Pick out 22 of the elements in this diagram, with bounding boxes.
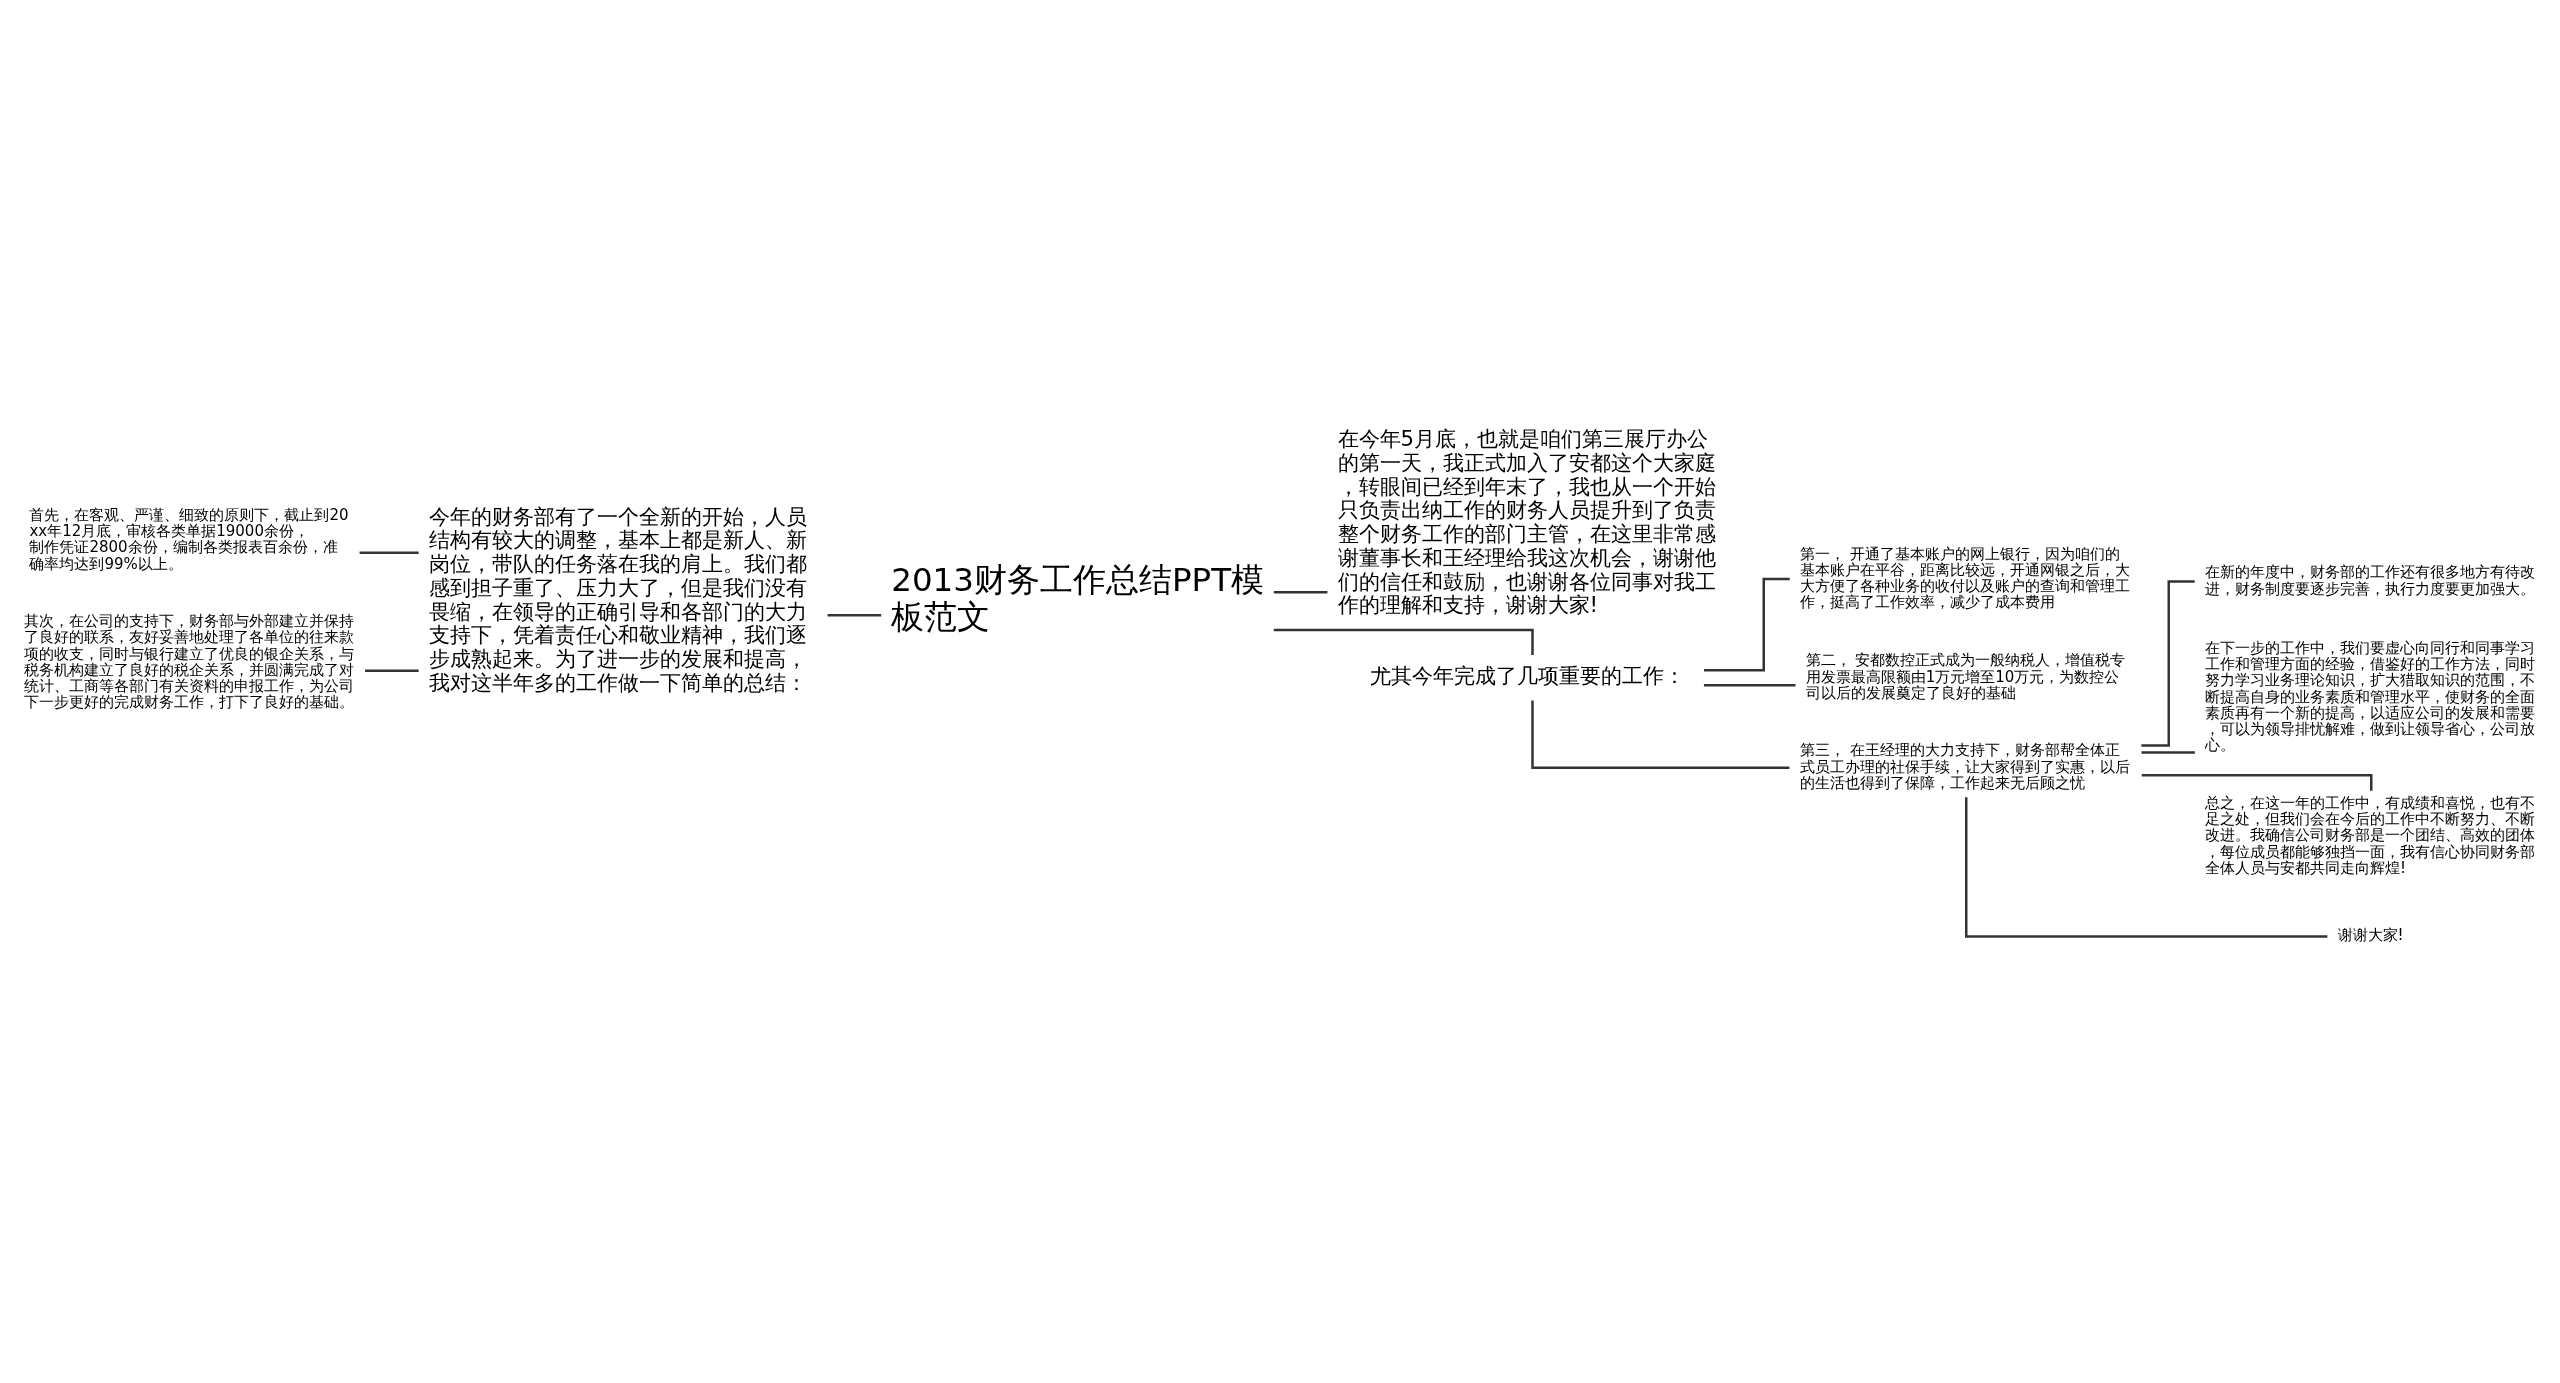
node-text: 在新的年度中，财务部的工作还有很多地方有待改进，财务制度要逐步完善，执行力度要更加强大。 [2205, 563, 2535, 598]
connector [365, 669, 419, 672]
node-text: 尤其今年完成了几项重要的工作： [1370, 662, 1685, 688]
node-text: 其次，在公司的支持下，财务部与外部建立并保持了良好的联系，友好妥善地处理了各单位的往来款项的收支，同时与银行建立了优良的银企关系，与税务机构建立了良好的税企关系，并圆满完成了对统计、工商等各部门有关资料的申报工作，为公司下一步更好的完成财务工作，打下了良好的基础。 [23, 612, 354, 712]
connector [1273, 590, 1328, 594]
connector [1273, 628, 1534, 655]
node-text: 第二， 安都数控正式成为一般纳税人，增值税专用发票最高限额由1万元增至10万元，为数控公司以后的发展奠定了良好的基础 [1805, 651, 2126, 702]
node-text: 第一， 开通了基本账户的网上银行，因为咱们的基本账户在平谷，距离比较远，开通网银之后，大大方便了各种业务的收付以及账户的查询和管理工作，挺高了工作效率，减少了成本费用 [1800, 544, 2130, 612]
node-text: 第三， 在王经理的大力支持下，财务部帮全体正式员工办理的社保手续，让大家得到了实惠，以后的生活也得到了保障，工作起来无后顾之忧 [1800, 741, 2130, 792]
connector [2141, 751, 2195, 754]
connector [827, 614, 882, 617]
connector [359, 551, 419, 554]
connector [1531, 700, 1790, 769]
connector [1965, 797, 2328, 938]
node-text: 首先，在客观、严谨、细致的原则下，截止到20xx年12月底，审核各类单据19000余份，制作凭证2800余份，编制各类报表百余份，准确率均达到99%以上。 [29, 505, 349, 573]
node-text: 谢谢大家! [2337, 926, 2404, 945]
node-text: 在今年5月底，也就是咱们第三展厅办公的第一天，我正式加入了安都这个大家庭，转眼间已经到年末了，我也从一个开始只负责出纳工作的财务人员提升到了负责整个财务工作的部门主管，在这里非常感谢董事长和王经理给我这次机会，谢谢他们的信任和鼓励，也谢谢各位同事对我工作的理解和支持，谢谢大家! [1337, 426, 1716, 618]
node-text: 2013财务工作总结PPT模板范文 [891, 561, 1265, 636]
connector [1703, 684, 1796, 687]
node-text: 今年的财务部有了一个全新的开始，人员结构有较大的调整，基本上都是新人、新岗位，带队的任务落在我的肩上。我们都感到担子重了、压力大了，但是我们没有畏缩，在领导的正确引导和各部门的大力支持下，凭着责任心和敬业精神，我们逐步成熟起来。为了进一步的发展和提高，我对这半年多的工作做一下简单的总结： [428, 503, 807, 695]
node-text: 总之，在这一年的工作中，有成绩和喜悦，也有不足之处，但我们会在今后的工作中不断努力、不断改进。我确信公司财务部是一个团结、高效的团体，每位成员都能够独挡一面，我有信心协同财务部全体人员与安都共同走向辉煌! [2205, 793, 2535, 877]
node-text: 在下一步的工作中，我们要虚心向同行和同事学习工作和管理方面的经验，借鉴好的工作方法，同时努力学习业务理论知识，扩大猎取知识的范围，不断提高自身的业务素质和管理水平，使财务的全面素质再有一个新的提高，以适应公司的发展和需要，可以为领导排忧解难，做到让领导省心，公司放心。 [2205, 638, 2535, 755]
